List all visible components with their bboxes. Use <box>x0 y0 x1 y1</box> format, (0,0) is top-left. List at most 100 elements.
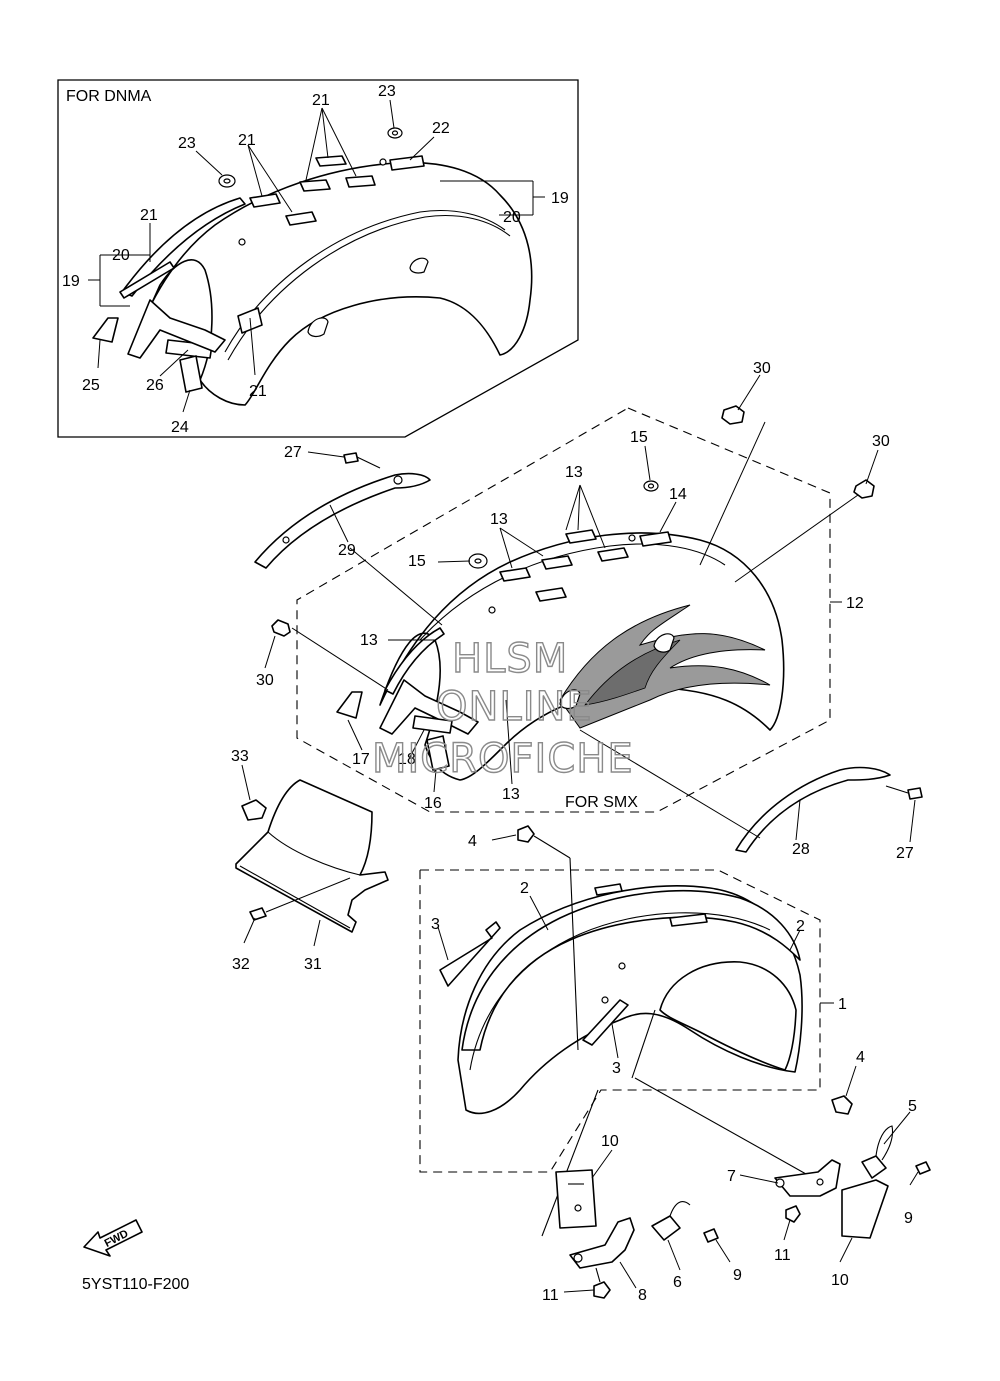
callout-12: 12 <box>846 595 864 612</box>
bolt-27-right <box>907 787 923 800</box>
watermark-line-2: ONLINE <box>436 684 593 730</box>
callout-21: 21 <box>140 207 158 224</box>
diagram-code: 5YST110-F200 <box>82 1276 189 1293</box>
reflector-10-right <box>841 1179 889 1239</box>
callout-13: 13 <box>565 464 583 481</box>
callout-26: 26 <box>146 377 164 394</box>
flap-31 <box>235 779 389 933</box>
smx-decal-d <box>499 567 531 582</box>
inset-part-25 <box>92 317 119 343</box>
inset-dnma: FOR DNMA <box>57 79 579 438</box>
callout-15: 15 <box>408 553 426 570</box>
callout-18: 18 <box>398 751 416 768</box>
inset-decal-a <box>315 155 347 167</box>
inset-fender <box>129 161 533 406</box>
inset-decal-b <box>299 179 331 192</box>
callout-23: 23 <box>178 135 196 152</box>
callout-19: 19 <box>551 190 569 207</box>
smx-group: 12 <box>254 360 923 862</box>
main-fender-trim <box>461 889 801 1051</box>
screw-9-lower <box>703 1228 719 1243</box>
callout-17: 17 <box>352 751 370 768</box>
smx-decal-e <box>535 587 567 602</box>
inset-title: FOR DNMA <box>66 88 152 105</box>
bolt-4-top <box>517 825 535 843</box>
smx-grommet-hole-2 <box>488 606 496 614</box>
smx-decal-a <box>565 529 597 544</box>
lower-assembly: 10 10 7 5 9 9 6 8 11 11 <box>542 1098 931 1304</box>
callout-1: 1 <box>838 996 847 1013</box>
callout-27: 27 <box>896 845 914 862</box>
callout-9: 9 <box>904 1210 913 1227</box>
inset-decal-f <box>389 155 425 171</box>
nut-11-lower <box>593 1281 611 1299</box>
callout-5: 5 <box>908 1098 917 1115</box>
smx-fender-edge <box>419 543 726 641</box>
smx-emblem-hole <box>653 633 675 653</box>
inset-part-24 <box>179 355 203 393</box>
smx-side-trim <box>384 627 445 695</box>
bracket-7 <box>774 1159 841 1197</box>
callout-21: 21 <box>312 92 330 109</box>
callout-30: 30 <box>872 433 890 450</box>
inset-grommet-hole-b <box>238 238 246 246</box>
inset-fender-stripe-2 <box>227 214 511 361</box>
inset-washer-23b-hole <box>391 130 399 136</box>
callout-2: 2 <box>796 918 805 935</box>
smx-dashed-frame <box>296 407 831 813</box>
callout-13: 13 <box>360 632 378 649</box>
callout-8: 8 <box>638 1287 647 1304</box>
bracket-8 <box>569 1217 635 1269</box>
inset-emblem-hole-b <box>307 317 329 338</box>
callout-11: 11 <box>774 1247 791 1264</box>
callout-32: 32 <box>232 956 250 973</box>
clip-33 <box>241 799 267 821</box>
grommet-30-right <box>853 479 875 499</box>
inset-emblem-hole-a <box>409 257 429 274</box>
callout-24: 24 <box>171 419 189 436</box>
callout-3: 3 <box>612 1060 621 1077</box>
bolt-4-right <box>831 1095 853 1115</box>
watermark: HLSM ONLINE MICROFICHE <box>371 635 634 782</box>
callout-33: 33 <box>231 748 249 765</box>
sticker-3-lower <box>582 999 629 1046</box>
callout-3: 3 <box>431 916 440 933</box>
callout-16: 16 <box>424 795 442 812</box>
main-dashed-frame <box>419 869 821 1173</box>
callout-4: 4 <box>468 833 477 850</box>
inset-decal-d <box>249 193 281 208</box>
callout-21: 21 <box>238 132 256 149</box>
callout-19: 19 <box>62 273 80 290</box>
nut-11-right <box>785 1205 801 1223</box>
smx-lower-bracket <box>379 679 479 735</box>
fwd-label: FWD <box>103 1228 131 1250</box>
license-light-6 <box>651 1215 681 1241</box>
callout-13: 13 <box>502 786 520 803</box>
inset-lower-bracket <box>127 299 226 359</box>
callout-4: 4 <box>856 1049 865 1066</box>
callout-20: 20 <box>503 209 521 226</box>
watermark-line-3: MICROFICHE <box>372 736 634 782</box>
callout-10: 10 <box>831 1272 849 1289</box>
smx-title: FOR SMX <box>565 794 638 811</box>
callout-29: 29 <box>338 542 356 559</box>
light-5 <box>861 1155 887 1179</box>
flap-assembly: 33 32 31 <box>231 748 389 973</box>
fwd-arrow-shape <box>83 1219 143 1257</box>
inset-decal-c <box>345 175 376 188</box>
callout-11: 11 <box>542 1287 559 1304</box>
callout-2: 2 <box>520 880 529 897</box>
callout-10: 10 <box>601 1133 619 1150</box>
callout-20: 20 <box>112 247 130 264</box>
screw-9-right <box>915 1161 931 1175</box>
reflector-10-left <box>555 1169 597 1229</box>
callout-27: 27 <box>284 444 302 461</box>
sticker-3-upper <box>439 921 501 987</box>
main-fender-group: 1 2 2 3 3 4 4 <box>419 825 865 1237</box>
callout-28: 28 <box>792 841 810 858</box>
grommet-30-left <box>271 619 291 637</box>
smx-washer-15b-hole <box>647 483 655 489</box>
smx-emblem-hole-2 <box>559 689 581 710</box>
callout-9: 9 <box>733 1267 742 1284</box>
